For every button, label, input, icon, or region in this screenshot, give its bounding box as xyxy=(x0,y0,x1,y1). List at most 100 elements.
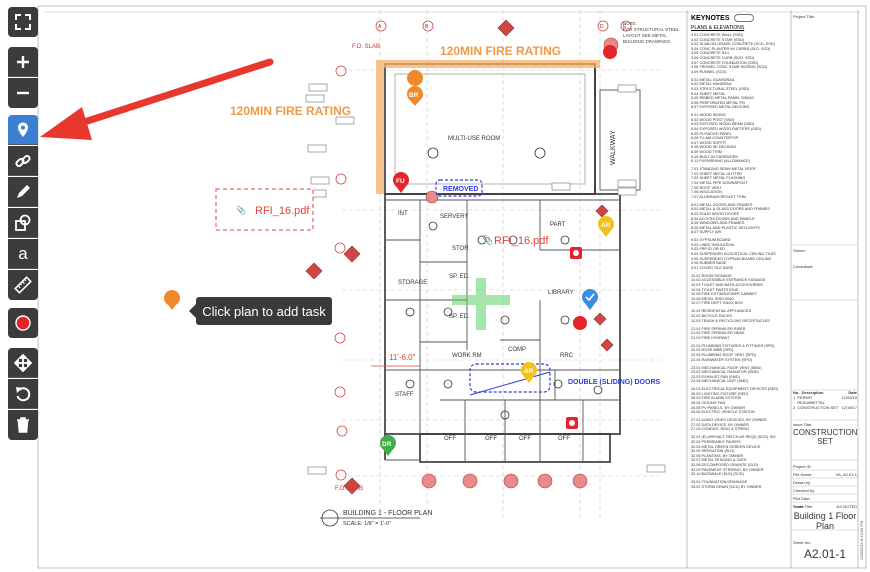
keynote-item: 32.04 METAL GREEN SCREEN DEVICE xyxy=(691,444,761,449)
svg-text:📎: 📎 xyxy=(482,234,493,246)
keynote-item: 32.10 BIOSWALE (SLD) (SCD) xyxy=(691,472,744,477)
consultant-label: Consultant: xyxy=(793,264,814,269)
keynote-item: 26.01 ELECTRICAL EQUIPMENT, DEVICES (SED… xyxy=(691,387,779,392)
double-doors-markup: DOUBLE (SLIDING) DOORS xyxy=(568,379,660,386)
fire-rating-top-label: 120MIN FIRE RATING xyxy=(440,44,561,58)
trash-icon xyxy=(17,417,29,433)
keynote-item: 3.04 CONC PLANTER W/ CURBS (SLD, SCD) xyxy=(691,46,771,51)
pin-ar-bottom[interactable]: AR xyxy=(521,362,537,383)
pin-dr[interactable]: DR xyxy=(380,435,396,456)
pin-blue-check[interactable] xyxy=(582,289,598,310)
keynote-item: 7.04 METAL PIPE DOWNSPOUT xyxy=(691,180,748,185)
tool-pen[interactable] xyxy=(8,177,38,207)
sheet-no-label: Sheet No: xyxy=(793,540,811,545)
keynote-item: 9.07 COVED TILE BASE xyxy=(691,265,734,270)
tool-record[interactable] xyxy=(8,308,38,338)
keynote-item: 7.01 STANDING SEAM METAL ROOF xyxy=(691,167,756,172)
keynote-item: 6.07 WOOD SOFFIT xyxy=(691,140,727,145)
tool-zoom-in[interactable] xyxy=(8,47,38,77)
pin-br[interactable]: BR xyxy=(407,70,424,106)
keynote-item: 5.03 STRUCTURAL STEEL (SSD) xyxy=(691,86,750,91)
pin-icon xyxy=(18,122,28,137)
camera-marker[interactable] xyxy=(566,417,578,429)
keynote-item: 32.09 PAVEMENT STRIPING, BY OWNER xyxy=(691,467,764,472)
new-task-pin[interactable] xyxy=(164,290,180,310)
svg-text:BUILDING DRAWINGS: BUILDING DRAWINGS xyxy=(623,39,670,44)
svg-text:A: A xyxy=(378,24,382,30)
issue-row: 2 CONSTRUCTION SET 12/19/17 xyxy=(793,405,857,410)
keynote-item: 6.03 EXPOSED WOOD BEAM (SSD) xyxy=(691,122,755,127)
keynote-item: 6.04 EXPOSED WOOD RAFTERS (SSD) xyxy=(691,127,762,132)
keynote-item: 23.03 EXHAUST FAN (SMD) xyxy=(691,374,740,379)
keynote-item: 6.06 P-LAM COUNTERTOP xyxy=(691,136,739,141)
svg-text:DR: DR xyxy=(382,441,392,448)
keynote-item: 27.02 DATA DEVICE, BY OWNER xyxy=(691,422,749,427)
numbered-marker[interactable] xyxy=(603,45,617,59)
keynote-item: 26.02 LIGHTING FIXTURE (SED) xyxy=(691,391,749,396)
svg-text:LIBRARY: LIBRARY xyxy=(548,290,574,296)
keynote-item: 12.02 BICYCLE RACKS xyxy=(691,313,732,318)
fire-rating-left-label: 120MIN FIRE RATING xyxy=(230,104,351,118)
tool-zoom-out[interactable] xyxy=(8,78,38,108)
tool-fullscreen[interactable] xyxy=(8,7,38,37)
keynote-item: 6.02 WOOD POST (SSD) xyxy=(691,117,735,122)
move-icon xyxy=(14,353,32,372)
tool-text[interactable]: a xyxy=(8,239,38,269)
svg-text:OFF: OFF xyxy=(485,436,497,442)
tool-trash[interactable] xyxy=(8,410,38,440)
tool-shapes[interactable] xyxy=(8,208,38,238)
tool-rotate[interactable] xyxy=(8,379,38,409)
keynote-item: 8.01 METAL DOORS AND FRAMES xyxy=(691,202,753,207)
keynote-item: 9.04 SUSPENDED ACOUSTICAL CEILING TILES xyxy=(691,252,776,257)
keynote-item: 3.08 TROWEL CONC STAIR NOSING (SCD) xyxy=(691,65,768,70)
keynotes-toggle[interactable] xyxy=(733,14,754,22)
keynote-item: 9.05 SUSPENDED GYPSUM BOARD CEILING xyxy=(691,256,772,261)
svg-text:SP. ED.: SP. ED. xyxy=(449,274,470,280)
svg-text:PART: PART xyxy=(550,222,566,228)
ruler-icon xyxy=(14,276,32,294)
shapes-icon xyxy=(15,214,31,231)
keynote-item: 23.01 MECHANICAL ROOF VENT (SMD) xyxy=(691,365,762,370)
keynote-item: 26.03 FIRE ALARM SYSTEM xyxy=(691,396,741,401)
keynote-item: 10.06 METAL SHELVING xyxy=(691,296,734,301)
keynote-item: 8.04 ACCESS DOORS AND PANELS xyxy=(691,216,755,221)
svg-text:STAFF: STAFF xyxy=(395,392,414,398)
keynote-item: 10.03 TOILET AND BATH ACCESSORIES xyxy=(691,283,763,288)
keynote-item: 22.03 PLUMBING ROOF VENT (SPD) xyxy=(691,352,756,357)
keynote-item: 6.05 PLYWOOD PANEL xyxy=(691,131,732,136)
tool-move[interactable] xyxy=(8,348,38,378)
titleblock: Project Title: Owner: Consultant: No. De… xyxy=(793,14,857,566)
keynotes-list: 3.01 CONCRETE WALL (SSD)3.02 CONCRETE ST… xyxy=(691,33,789,489)
issue-row: 1 PERMIT RESUBMITTAL 12/09/19 xyxy=(793,395,857,405)
svg-text:OFF: OFF xyxy=(519,436,531,442)
keynote-item: 8.02 METAL & GLASS DOORS AND FRAMES xyxy=(691,207,770,212)
svg-text:BR: BR xyxy=(409,92,419,99)
tool-pin[interactable] xyxy=(8,115,38,145)
keynote-item: 3.07 CONCRETE FOUNDATION (SSD) xyxy=(691,60,759,65)
titleblock-field-row: File Name:VA_A2.01-1 xyxy=(793,472,857,477)
project-title-label: Project Title: xyxy=(793,14,816,19)
keynote-item: 23.04 MECHANICAL UNIT (SMD) xyxy=(691,379,749,384)
text-icon: a xyxy=(18,244,28,263)
svg-text:📎: 📎 xyxy=(236,205,246,215)
pin-fu[interactable]: FU xyxy=(393,172,409,193)
keynote-item: 3.03 SLAB-ON-GRADE CONCRETE (SCD, SSD) xyxy=(691,42,775,47)
rfi-attachment-left: RFI_16.pdf xyxy=(255,205,310,217)
keynote-item: 6.10 BUILT-IN CASEWORK xyxy=(691,154,738,159)
svg-text:D: D xyxy=(600,24,604,30)
issue-name: CONSTRUCTION SET xyxy=(793,428,858,446)
sheet-title: Building 1 Floor Plan xyxy=(793,511,857,531)
keynote-item: 9.02 LINED INSULATION xyxy=(691,242,735,247)
numbered-marker[interactable] xyxy=(573,316,587,330)
fullscreen-icon xyxy=(15,14,31,30)
pin-ar[interactable]: AR xyxy=(598,216,614,237)
keynote-item: 6.01 WOOD SIDING xyxy=(691,113,726,118)
keynote-item: 7.03 SHEET METAL FLASHING xyxy=(691,176,746,181)
camera-marker[interactable] xyxy=(570,247,582,259)
keynote-item: 10.05 FIRE EXTINGUISHER CABINET xyxy=(691,292,758,297)
tool-ruler[interactable] xyxy=(8,270,38,300)
keynote-item: 9.06 RUBBER BASE xyxy=(691,261,727,266)
tool-link[interactable] xyxy=(8,146,38,176)
